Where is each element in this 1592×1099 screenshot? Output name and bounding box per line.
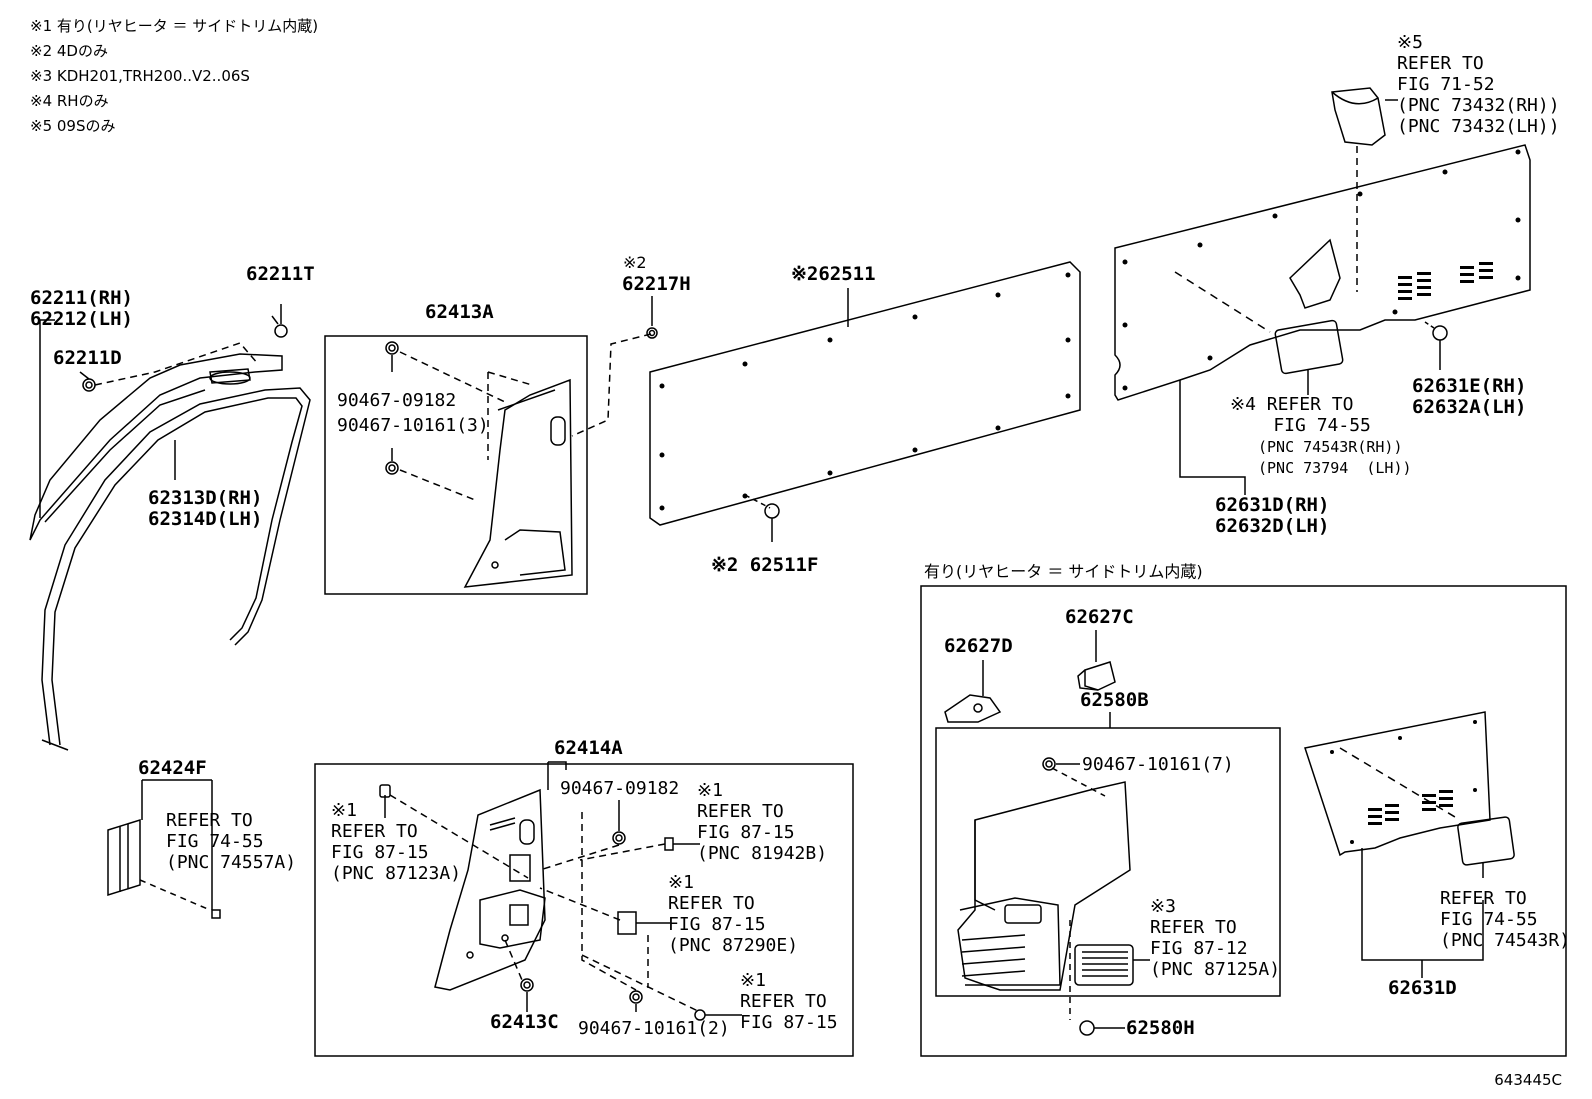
- clip-90467-10161: [385, 461, 399, 475]
- label-90467-09182: 90467-09182: [337, 390, 457, 411]
- clip-90467-09182: [385, 341, 399, 355]
- dash-90467e: [1051, 767, 1106, 797]
- grille-87125A: [1074, 944, 1134, 986]
- clip-62511F: [764, 503, 780, 519]
- dash-62414A: [389, 794, 701, 1013]
- label-62511: ※262511: [791, 263, 876, 285]
- label-62313D: 62313D(RH) 62314D(LH): [148, 487, 263, 530]
- panel-62511: [649, 261, 1081, 526]
- note-2: ※2 4Dのみ: [30, 42, 108, 60]
- clip-62631E: [1432, 325, 1448, 341]
- label-ref-74543R: (PNC 74543R(RH)) (PNC 73794 (LH)): [1258, 438, 1412, 477]
- label-62413C: 62413C: [490, 1011, 559, 1033]
- clip-62211T: [271, 315, 288, 338]
- label-62217H-note: ※2: [623, 253, 647, 272]
- clip-90467-10161-c: [1042, 757, 1056, 771]
- label-62580H: 62580H: [1126, 1017, 1195, 1039]
- dash-62211: [94, 342, 259, 386]
- label-90467-10161-2: 90467-10161(2): [578, 1018, 730, 1039]
- clip-62580H: [1079, 1020, 1095, 1036]
- label-62424F: 62424F: [138, 757, 207, 779]
- label-62627D: 62627D: [944, 635, 1013, 657]
- clip-62211D: [82, 378, 96, 392]
- note-1: ※1 有り(リヤヒータ ＝ サイドトリム内蔵): [30, 17, 319, 35]
- clip-90467-09182-b: [612, 831, 626, 845]
- dash-62217H: [571, 333, 652, 437]
- trim-62580B: [957, 781, 1131, 991]
- label-ref-87290E: ※1 REFER TO FIG 87-15 (PNC 87290E): [668, 872, 799, 956]
- panel-62631D-b: [1304, 711, 1515, 866]
- label-62211D: 62211D: [53, 347, 122, 369]
- leader-62211: [39, 319, 55, 518]
- leader-62631D-b: [1361, 848, 1484, 978]
- leader-62414A: [547, 761, 567, 790]
- box-62413A: [324, 335, 588, 595]
- label-ref-74557A: REFER TO FIG 74-55 (PNC 74557A): [166, 810, 297, 873]
- label-ref-74-55-rh: ※4 REFER TO FIG 74-55: [1230, 394, 1371, 436]
- label-ref-87125A: ※3 REFER TO FIG 87-12 (PNC 87125A): [1150, 896, 1281, 980]
- panel-62631D: [1114, 144, 1531, 401]
- cap-62627D: [944, 694, 1002, 723]
- label-62211T: 62211T: [246, 263, 315, 285]
- label-90467-10161-3: 90467-10161(3): [337, 415, 489, 436]
- label-62217H: 62217H: [622, 273, 691, 295]
- label-62211: 62211(RH) 62212(LH): [30, 287, 133, 330]
- label-rear-heater-box: 有り(リヤヒータ ＝ サイドトリム内蔵): [924, 562, 1203, 581]
- label-ref-87123A: ※1 REFER TO FIG 87-15 (PNC 87123A): [331, 800, 462, 884]
- label-62631E: 62631E(RH) 62632A(LH): [1412, 375, 1527, 418]
- note-5: ※5 09Sのみ: [30, 117, 116, 135]
- dash-62631E: [1424, 321, 1435, 329]
- cap-62627C: [1077, 661, 1116, 691]
- box-rear-heater: [920, 585, 1567, 1057]
- bracket-62424F: [107, 818, 221, 919]
- cap-73432: [1331, 87, 1386, 146]
- label-ref-87-15: ※1 REFER TO FIG 87-15: [740, 970, 838, 1033]
- label-ref-73432: ※5 REFER TO FIG 71-52 (PNC 73432(RH)) (P…: [1397, 32, 1560, 137]
- clip-87290E: [617, 911, 637, 935]
- pillar-62211: [29, 353, 283, 541]
- label-ref-81942B: ※1 REFER TO FIG 87-15 (PNC 81942B): [697, 780, 828, 864]
- label-90467-10161-7: 90467-10161(7): [1082, 754, 1234, 775]
- notes-legend: ※1 有り(リヤヒータ ＝ サイドトリム内蔵) ※2 4Dのみ ※3 KDH20…: [30, 14, 318, 139]
- label-ref-74543R-box: REFER TO FIG 74-55 (PNC 74543R): [1440, 888, 1571, 951]
- leader-62424F: [141, 779, 213, 910]
- label-62413A: 62413A: [425, 301, 494, 323]
- figure-code: 643445C: [1494, 1071, 1562, 1089]
- note-3: ※3 KDH201,TRH200..V2..06S: [30, 67, 250, 85]
- label-62631D: 62631D(RH) 62632D(LH): [1215, 494, 1330, 537]
- box-62580B: [935, 727, 1281, 997]
- trim-62413A: [463, 378, 573, 588]
- label-62627C: 62627C: [1065, 606, 1134, 628]
- dash-62631D-b: [1339, 747, 1461, 821]
- dash-62511F: [744, 494, 771, 509]
- leader-62211D: [79, 371, 90, 380]
- label-62511F: ※2 62511F: [711, 554, 819, 576]
- dash-62424F: [139, 879, 211, 911]
- clip-87123A: [664, 837, 674, 851]
- box-62414A: [314, 763, 854, 1057]
- label-90467-09182-b: 90467-09182: [560, 778, 680, 799]
- note-4: ※4 RHのみ: [30, 92, 109, 110]
- label-62631D-box: 62631D: [1388, 977, 1457, 999]
- dash-62631D: [1174, 271, 1271, 333]
- clip-62413C: [520, 978, 534, 992]
- dash-62413A: [399, 351, 533, 501]
- leader-62631D: [1179, 380, 1246, 495]
- clip-62217H: [646, 327, 658, 339]
- clip-90467-10161-b: [629, 990, 643, 1004]
- label-62580B: 62580B: [1080, 689, 1149, 711]
- label-62414A: 62414A: [554, 737, 623, 759]
- weatherstrip-62313D: [41, 387, 311, 751]
